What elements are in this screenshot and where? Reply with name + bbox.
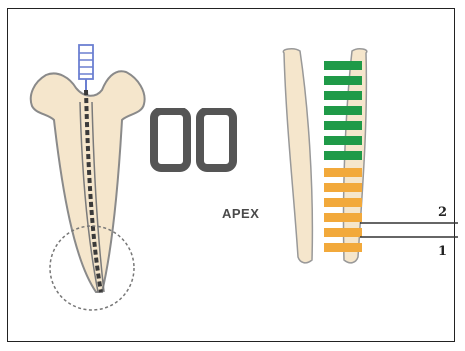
gauge-bar-green [324, 106, 362, 115]
green-bars [324, 61, 362, 160]
gauge-bar-green [324, 61, 362, 70]
gauge-bar-orange [324, 183, 362, 192]
gauge-bar-green [324, 91, 362, 100]
gauge-bar-orange [324, 168, 362, 177]
length-readout: 00 [150, 108, 237, 172]
gauge-bar-orange [324, 213, 362, 222]
marker-lines [360, 222, 458, 238]
tooth-with-file-icon [29, 44, 146, 311]
gauge-bar-orange [324, 228, 362, 237]
endo-file [84, 89, 103, 293]
readout-value: 00 [150, 108, 152, 109]
apex-zoom-circle [49, 225, 135, 311]
gauge-bar-orange [324, 198, 362, 207]
display-panel-frame [7, 8, 455, 342]
root-wall-left [282, 48, 314, 264]
apex-label: APEX [222, 206, 260, 221]
orange-bars [324, 168, 362, 252]
marker-1-label: 1 [438, 244, 448, 259]
gauge-bar-green [324, 121, 362, 130]
gauge-bar-green [324, 151, 362, 160]
canal-gauge [282, 48, 368, 264]
file-handle-icon [78, 44, 94, 90]
marker-2-label: 2 [438, 205, 448, 220]
gauge-bar-orange [324, 243, 362, 252]
gauge-bar-green [324, 136, 362, 145]
gauge-bar-green [324, 76, 362, 85]
